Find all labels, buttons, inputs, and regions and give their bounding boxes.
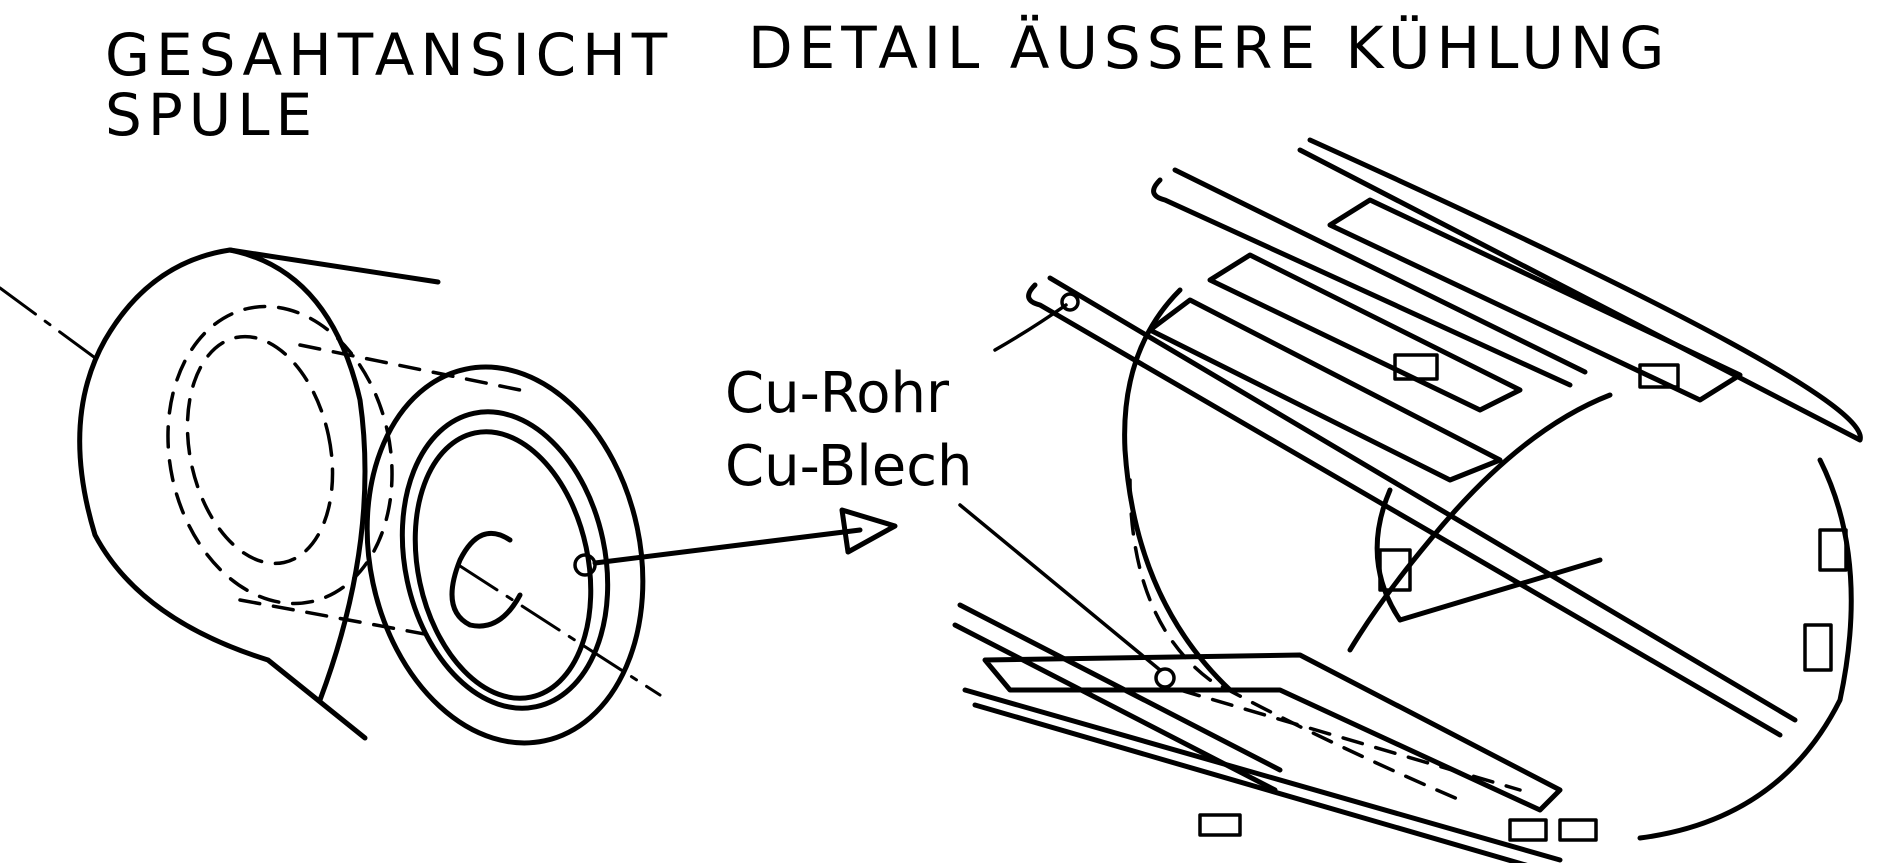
copper-tube-3: [1297, 137, 1863, 443]
detail-shell-right: [1347, 392, 1613, 653]
coil-detail-leader: [592, 527, 863, 566]
coil-winding-outer: [399, 409, 611, 711]
cooling-plate-mid: [1147, 297, 1503, 483]
copper-tube-1: [1026, 275, 1798, 738]
coil-overview: [0, 247, 898, 746]
coil-back-edge: [227, 247, 368, 703]
cooling-detail: [952, 137, 1863, 863]
bottom-rails: [962, 687, 1563, 863]
tube-clip-5: [1803, 623, 1833, 672]
coil-detail-marker: [573, 553, 597, 577]
detail-shell-outer: [1122, 287, 1233, 693]
overview-title-line2: SPULE: [105, 81, 318, 149]
coil-core-opening: [449, 530, 523, 629]
tube-clip-7: [1508, 818, 1548, 842]
hidden-cavity-inner: [185, 334, 335, 566]
coil-front-face: [364, 364, 646, 746]
hidden-lines: [238, 343, 522, 637]
copper-tube-2: [1151, 167, 1588, 388]
tube-marker: [1060, 292, 1080, 312]
sheet-label-leader: [958, 503, 1162, 672]
overview-title-line1: GESAHTANSICHT: [105, 21, 673, 89]
cooling-plate-bottom: [982, 652, 1563, 813]
detail-title: DETAIL ÄUSSERE KÜHLUNG: [748, 14, 1670, 82]
coil-axis: [0, 286, 662, 697]
copper-tube-label: Cu-Rohr: [725, 361, 950, 426]
tube-label-leader: [993, 303, 1068, 352]
copper-sheet-label: Cu-Blech: [725, 434, 973, 499]
tube-clip-8: [1558, 818, 1598, 842]
coil-winding-inner: [412, 429, 594, 701]
hidden-cavity-outer: [166, 304, 394, 606]
tube-clip-1: [1393, 353, 1439, 381]
detail-hidden-curve: [1128, 478, 1462, 802]
tube-clip-6: [1198, 813, 1242, 837]
arrow-head: [839, 507, 898, 555]
tube-clip-2: [1638, 363, 1680, 389]
tube-clip-3: [1378, 548, 1412, 592]
sheet-marker: [1154, 667, 1176, 689]
tube-clip-4: [1818, 528, 1848, 572]
detail-shell-cut: [1374, 487, 1603, 623]
cooling-plate-upper: [1207, 197, 1743, 413]
coil-outer-cylinder: [77, 247, 441, 741]
detail-hidden-line: [1178, 688, 1522, 792]
